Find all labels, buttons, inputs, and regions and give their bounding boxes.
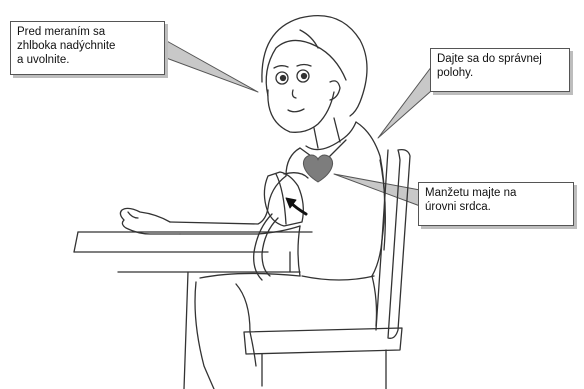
callout-posture-text: Dajte sa do správnej polohy.	[437, 52, 563, 80]
torso	[286, 122, 385, 280]
callout-posture: Dajte sa do správnej polohy.	[430, 48, 570, 92]
callout-cuff: Manžetu majte na úrovni srdca.	[418, 182, 574, 226]
callout-breathe: Pred meraním sa zhlboka nadýchnite a uvo…	[10, 21, 165, 75]
chair	[244, 150, 410, 389]
callout-pointer-breathe	[150, 40, 258, 92]
face	[268, 65, 340, 133]
arm	[120, 176, 300, 234]
callout-breathe-text: Pred meraním sa zhlboka nadýchnite a uvo…	[17, 25, 158, 67]
table	[74, 232, 312, 389]
callout-cuff-text: Manžetu majte na úrovni srdca.	[425, 186, 567, 214]
